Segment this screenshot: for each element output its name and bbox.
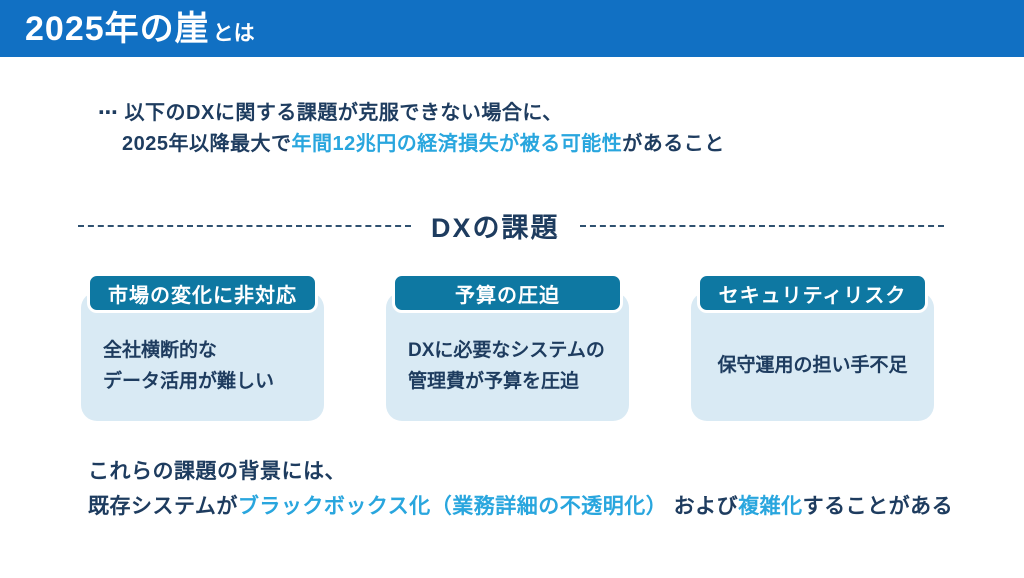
card-market-change-header: 市場の変化に非対応 [87, 273, 318, 313]
card-budget-pressure-body: DXに必要なシステムの 管理費が予算を圧迫 [386, 292, 629, 421]
dashed-divider-left [78, 224, 411, 227]
page-title-suffix: とは [212, 21, 255, 45]
card-market-change-body: 全社横断的な データ活用が難しい [81, 292, 324, 421]
card-budget-pressure: 予算の圧迫 DXに必要なシステムの 管理費が予算を圧迫 [386, 273, 629, 421]
footer-note: これらの課題の背景には、 既存システムがブラックボックス化（業務詳細の不透明化）… [88, 455, 984, 524]
card-budget-pressure-header: 予算の圧迫 [392, 273, 623, 313]
intro-line-2-suffix: があること [622, 133, 725, 155]
dashed-divider-right [579, 224, 944, 227]
card-body-line: DXに必要なシステムの [408, 340, 605, 362]
intro-paragraph: ⋯ 以下のDXに関する課題が克服できない場合に、 2025年以降最大で年間12兆… [98, 98, 1024, 160]
intro-line-2-highlight: 年間12兆円の経済損失が被る可能性 [291, 133, 623, 155]
page-title-main: 2025年の崖 [25, 9, 210, 48]
card-security-risk-header: セキュリティリスク [697, 273, 928, 313]
intro-line-1: ⋯ 以下のDXに関する課題が克服できない場合に、 [98, 102, 563, 124]
footer-line-2-highlight2: 複雑化 [738, 494, 803, 518]
footer-line-1: これらの課題の背景には、 [88, 460, 346, 483]
footer-line-2-part1: 既存システムが [88, 494, 238, 518]
title-bar: 2025年の崖とは [0, 0, 1024, 57]
card-market-change: 市場の変化に非対応 全社横断的な データ活用が難しい [81, 273, 324, 421]
footer-line-2-part2: および [667, 494, 739, 518]
section-heading: DXの課題 [78, 206, 944, 245]
card-body-line: 保守運用の担い手不足 [717, 355, 908, 377]
issue-cards: 市場の変化に非対応 全社横断的な データ活用が難しい 予算の圧迫 DXに必要なシ… [81, 273, 1024, 421]
page-title: 2025年の崖とは [25, 12, 255, 46]
intro-line-2: 2025年以降最大で年間12兆円の経済損失が被る可能性があること [122, 129, 1024, 160]
intro-line-2-prefix: 2025年以降最大で [122, 133, 292, 155]
section-heading-text: DXの課題 [431, 213, 560, 243]
card-body-line: データ活用が難しい [103, 370, 275, 392]
footer-line-2: 既存システムがブラックボックス化（業務詳細の不透明化） および複雑化することがあ… [88, 490, 984, 525]
footer-line-2-highlight1: ブラックボックス化（業務詳細の不透明化） [237, 494, 668, 518]
card-body-line: 全社横断的な [103, 340, 218, 362]
footer-line-2-part3: することがある [802, 494, 954, 518]
card-body-line: 管理費が予算を圧迫 [408, 370, 580, 392]
card-security-risk-body: 保守運用の担い手不足 [691, 292, 934, 421]
card-security-risk: セキュリティリスク 保守運用の担い手不足 [691, 273, 934, 421]
